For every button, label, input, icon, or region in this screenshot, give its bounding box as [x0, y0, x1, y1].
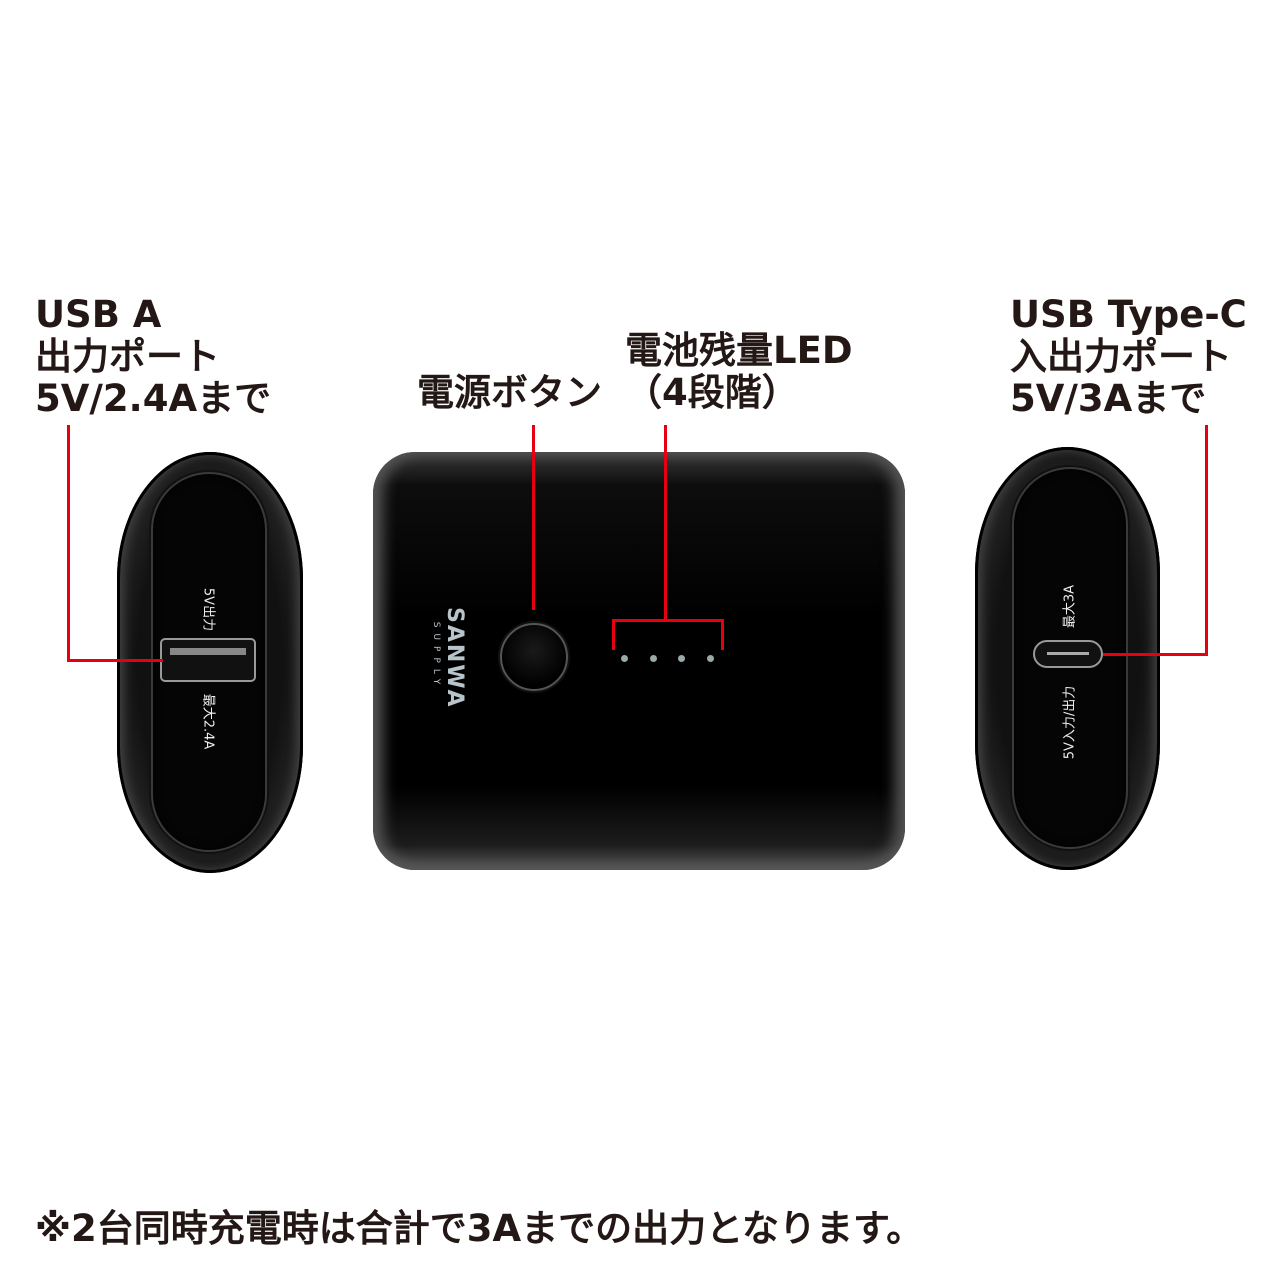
- usb-a-callout-line: [67, 425, 70, 662]
- led-callout-bracket: [612, 619, 724, 622]
- power-button-callout-line: [532, 425, 535, 610]
- led-indicator: [621, 655, 628, 662]
- led-indicator: [650, 655, 657, 662]
- left-port-bottom-text: 最大2.4A: [200, 693, 216, 750]
- usb-c-label-line: USB Type-C: [1010, 293, 1247, 336]
- usb-a-callout-line: [67, 659, 163, 662]
- usb-c-callout-line: [1103, 653, 1208, 656]
- right-port-bottom-text: 5V入力/出力: [1062, 685, 1078, 760]
- usb-a-label: USB A 出力ポート 5V/2.4Aまで: [35, 294, 271, 420]
- battery-led-label: 電池残量LED （4段階）: [625, 330, 853, 414]
- usb-c-port: [1033, 640, 1103, 668]
- footnote: ※2台同時充電時は合計で3Aまでの出力となります。: [35, 1207, 924, 1250]
- supply-logo: SUPPLY: [431, 621, 441, 691]
- sanwa-logo: SANWA: [442, 607, 467, 709]
- battery-led-label-line: （4段階）: [625, 371, 799, 414]
- usb-a-label-line: 5V/2.4Aまで: [35, 377, 272, 420]
- power-button-label: 電源ボタン: [417, 371, 602, 414]
- power-bank-front: [373, 452, 905, 870]
- usb-c-label-line: 入出力ポート: [1010, 335, 1232, 378]
- led-callout-line: [664, 425, 667, 621]
- left-port-top-text: 5V出力: [200, 587, 216, 632]
- usb-a-port: [160, 638, 256, 682]
- battery-led-label-line: 電池残量LED: [625, 329, 853, 372]
- usb-c-label-line: 5V/3Aまで: [1010, 377, 1207, 420]
- led-indicator: [678, 655, 685, 662]
- led-callout-bracket: [721, 619, 724, 650]
- led-indicator: [707, 655, 714, 662]
- right-port-top-text: 最大3A: [1062, 584, 1078, 629]
- power-button[interactable]: [500, 623, 568, 691]
- usb-a-label-line: USB A: [35, 293, 162, 336]
- usb-a-label-line: 出力ポート: [35, 335, 220, 378]
- usb-c-callout-line: [1205, 425, 1208, 656]
- led-callout-bracket: [612, 619, 615, 650]
- usb-c-label: USB Type-C 入出力ポート 5V/3Aまで: [1010, 294, 1247, 420]
